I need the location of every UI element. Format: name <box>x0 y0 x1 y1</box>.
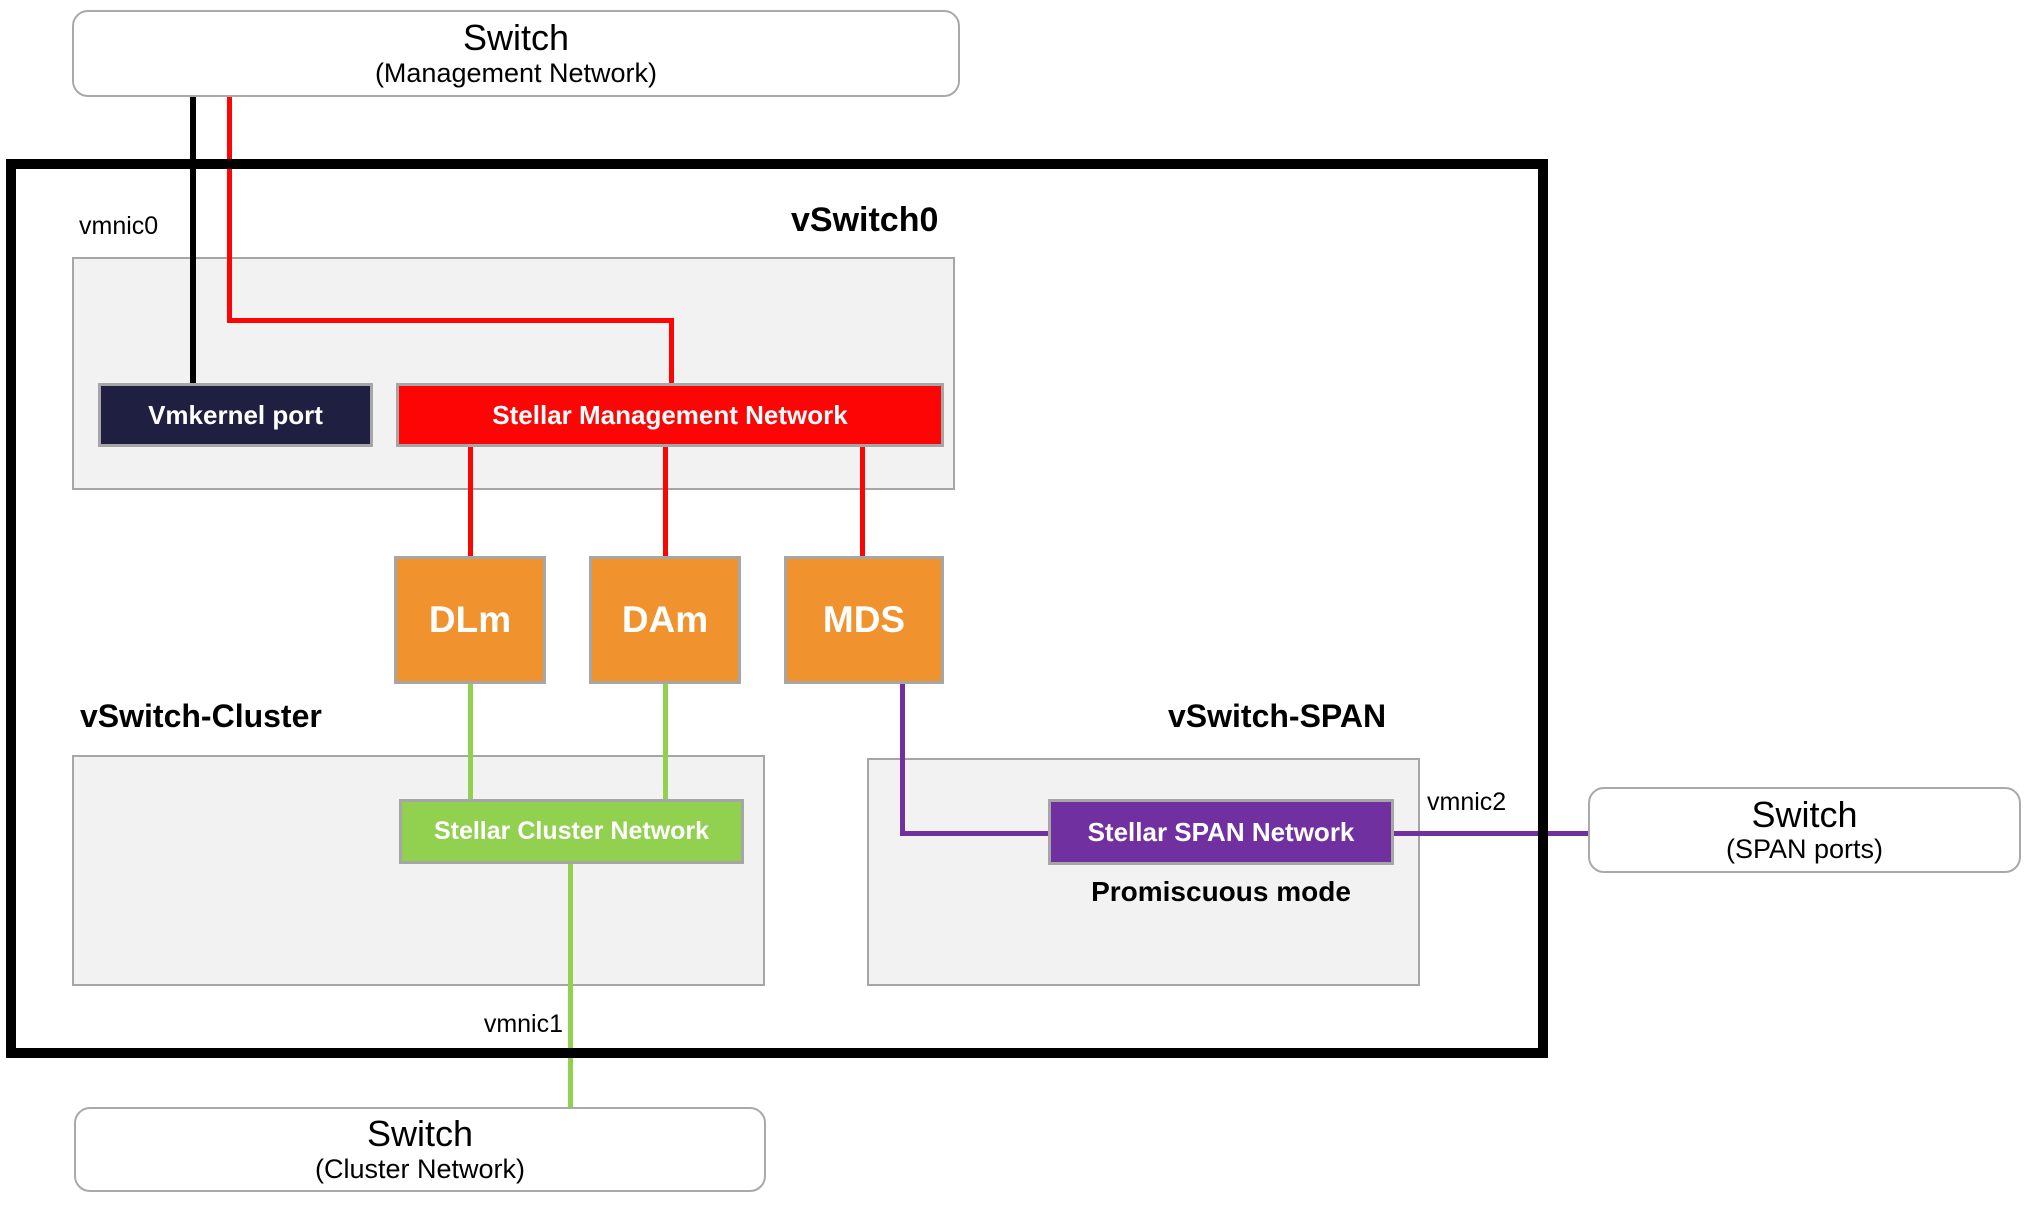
switch-cluster-subtitle: (Cluster Network) <box>314 1153 526 1184</box>
line-mgmt-switch-to-stellar-mgmt-seg3 <box>669 318 674 383</box>
vswitch-cluster-container <box>72 755 765 986</box>
switch-management-subtitle: (Management Network) <box>374 57 658 88</box>
promiscuous-mode-note: Promiscuous mode <box>1091 876 1351 907</box>
line-mgmt-switch-to-stellar-mgmt-seg2 <box>227 318 674 323</box>
stellar-span-network: Stellar SPAN Network <box>1048 799 1394 865</box>
switch-cluster-title: Switch <box>366 1113 474 1155</box>
vmnic1-label: vmnic1 <box>483 1010 563 1038</box>
vmkernel-port: Vmkernel port <box>98 383 373 447</box>
vswitch-cluster-title: vSwitch-Cluster <box>80 698 322 734</box>
line-stellar-span-to-span-switch <box>1394 831 1592 836</box>
switch-management-network: Switch (Management Network) <box>72 10 960 97</box>
vm-mds-label: MDS <box>822 599 906 640</box>
vm-dlm: DLm <box>394 556 546 684</box>
vm-dlm-label: DLm <box>428 599 512 640</box>
vm-mds: MDS <box>784 556 944 684</box>
vswitch0-container <box>72 257 955 490</box>
line-stellar-mgmt-to-dlm <box>468 447 473 556</box>
stellar-span-network-label: Stellar SPAN Network <box>1087 816 1355 847</box>
stellar-management-network: Stellar Management Network <box>396 383 944 447</box>
host-boundary-box <box>6 159 1548 1058</box>
stellar-cluster-network: Stellar Cluster Network <box>399 799 744 864</box>
switch-span-title: Switch <box>1751 793 1858 835</box>
line-mds-to-stellar-span-seg1 <box>900 684 905 836</box>
line-mgmt-switch-to-stellar-mgmt-seg1 <box>227 90 232 323</box>
switch-span-subtitle: (SPAN ports) <box>1725 834 1884 865</box>
vm-dam-label: DAm <box>621 599 709 640</box>
line-dam-to-stellar-cluster <box>663 684 668 801</box>
stellar-management-network-label: Stellar Management Network <box>492 399 848 430</box>
vswitch-span-container <box>867 758 1420 986</box>
vmnic2-label: vmnic2 <box>1427 788 1507 816</box>
line-stellar-mgmt-to-mds <box>860 447 865 556</box>
line-stellar-mgmt-to-dam <box>663 447 668 556</box>
vmnic0-label: vmnic0 <box>79 212 159 240</box>
stellar-cluster-network-label: Stellar Cluster Network <box>433 817 710 845</box>
line-mds-to-stellar-span-seg2 <box>900 831 1048 836</box>
vswitch0-title: vSwitch0 <box>791 201 939 239</box>
switch-span-ports: Switch (SPAN ports) <box>1588 787 2021 873</box>
switch-management-title: Switch <box>462 17 570 59</box>
line-stellar-cluster-to-cluster-switch <box>568 864 573 1110</box>
switch-cluster-network: Switch (Cluster Network) <box>74 1107 766 1192</box>
vswitch-span-title: vSwitch-SPAN <box>1168 698 1387 734</box>
vm-dam: DAm <box>589 556 741 684</box>
line-dlm-to-stellar-cluster <box>468 684 473 801</box>
line-mgmt-switch-to-vmkernel <box>190 90 196 383</box>
vmkernel-port-label: Vmkernel port <box>148 399 323 430</box>
